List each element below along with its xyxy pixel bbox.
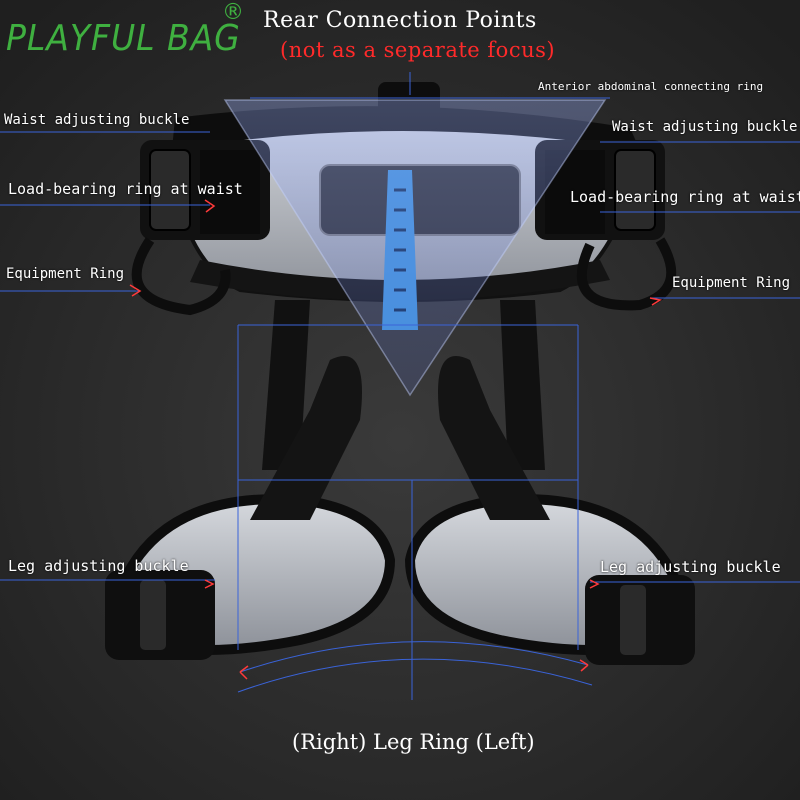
left-equipment-ring — [131, 237, 231, 316]
guide-lines — [0, 72, 800, 700]
label-equipment-ring-right: Equipment Ring — [672, 275, 791, 291]
left-leg-buckle-plate — [140, 580, 166, 650]
left-waist-buckle — [140, 140, 270, 240]
right-leg-buckle-plate — [620, 585, 646, 655]
right-leg-riser — [500, 300, 545, 470]
label-leg-buckle-left: Leg adjusting buckle — [8, 557, 189, 575]
label-anterior-ring: Anterior abdominal connecting ring — [538, 80, 764, 93]
label-leg-buckle-right: Leg adjusting buckle — [600, 558, 781, 576]
left-leg-strap — [250, 356, 362, 520]
label-equipment-ring-left: Equipment Ring — [6, 266, 125, 282]
registered-mark: ® — [222, 0, 244, 25]
label-load-ring-left: Load-bearing ring at waist — [8, 180, 243, 198]
label-load-ring-right: Load-bearing ring at waist — [570, 188, 800, 206]
brand-logo: PLAYFUL BAG — [6, 18, 241, 59]
leg-ring-caption: (Right) Leg Ring (Left) — [292, 730, 535, 754]
right-equipment-ring — [576, 237, 677, 311]
label-waist-buckle-right: Waist adjusting buckle — [612, 119, 798, 135]
page-title: Rear Connection Points — [263, 8, 537, 33]
red-arrows — [129, 199, 662, 680]
left-leg-riser — [262, 300, 310, 470]
right-leg-strap — [438, 356, 550, 520]
page-subtitle: (not as a separate focus) — [280, 38, 556, 62]
projection-cone — [223, 99, 607, 397]
label-waist-buckle-left: Waist adjusting buckle — [4, 112, 190, 128]
